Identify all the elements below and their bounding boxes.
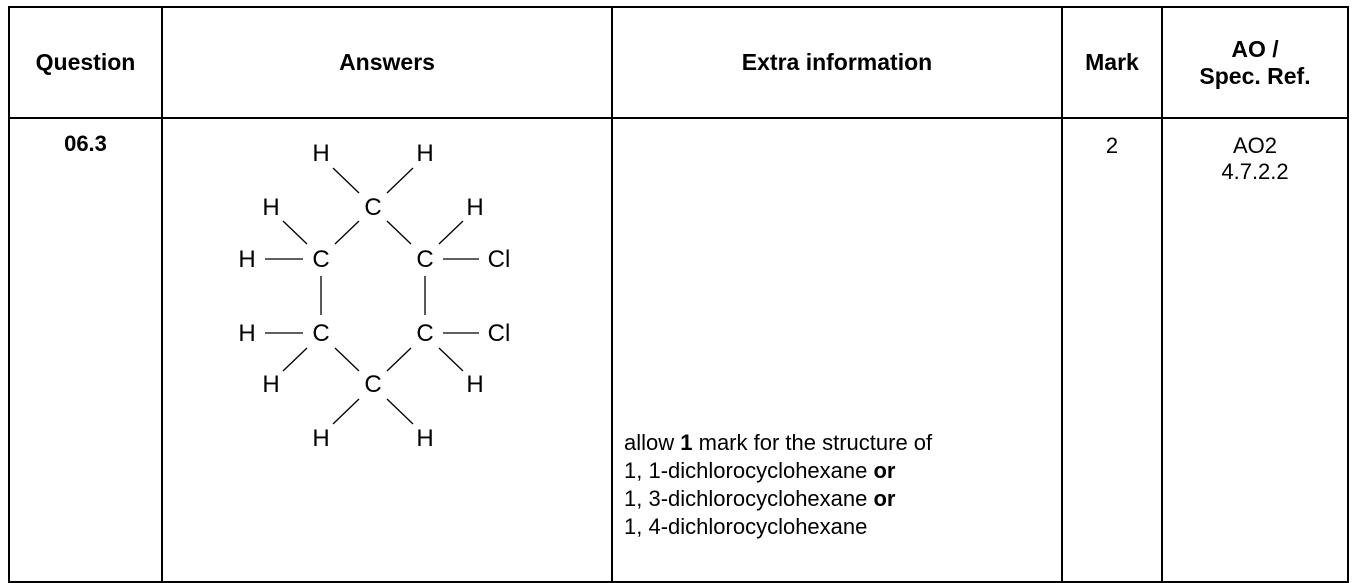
extra-line-3: 1, 3-dichlorocyclohexane or (624, 485, 932, 513)
extra-line1-bold: 1 (680, 430, 693, 455)
header-ao-line2: Spec. Ref. (1199, 62, 1311, 89)
bond-clr-cbot (386, 347, 412, 372)
bond-ctop-cul (334, 220, 360, 245)
header-row: Question Answers Extra information Mark … (8, 6, 1349, 119)
bond-cur-hur (438, 220, 464, 245)
extra-line1-post: mark for the structure of (692, 430, 933, 455)
mark-scheme-table: Question Answers Extra information Mark … (8, 6, 1349, 583)
atom-c-lower-left: C (312, 320, 329, 347)
atom-cl-upper: Cl (488, 246, 511, 273)
header-extra-information: Extra information (611, 6, 1063, 119)
bond-ctop-htr (386, 167, 414, 194)
ao-spec-ref-value: AO2 4.7.2.2 (1161, 117, 1349, 583)
atom-h-upper-left: H (262, 194, 279, 221)
bond-cbot-hbl (332, 398, 360, 425)
extra-information-text: allow 1 mark for the structure of 1, 1-d… (624, 429, 932, 541)
extra-line3-bold: or (873, 486, 896, 511)
header-answers: Answers (161, 6, 613, 119)
bond-ctop-cur (386, 220, 412, 245)
dichlorocyclohexane-structure: H H H C H H C C Cl H C C Cl H C H H H (238, 140, 511, 452)
header-ao-line1: AO / (1231, 35, 1279, 62)
extra-line2-bold: or (873, 458, 896, 483)
answer-cell: H H H C H H C C Cl H C C Cl H C H H H (161, 117, 613, 583)
atom-c-top: C (364, 194, 381, 221)
header-mark: Mark (1061, 6, 1163, 119)
question-row: 06.3 H H H C H H C C Cl H C C Cl H C H H (8, 117, 1349, 583)
extra-line2-text: 1, 1-dichlorocyclohexane (624, 458, 874, 483)
header-question: Question (8, 6, 163, 119)
atom-h-top-right: H (416, 140, 433, 167)
bond-cll-hll (282, 347, 308, 372)
extra-information-cell: allow 1 mark for the structure of 1, 1-d… (611, 117, 1063, 583)
atom-c-lower-right: C (416, 320, 433, 347)
extra-line1-pre: allow (624, 430, 681, 455)
extra-line-2: 1, 1-dichlorocyclohexane or (624, 457, 932, 485)
atom-c-upper-left: C (312, 246, 329, 273)
extra-line4-text: 1, 4-dichlorocyclohexane (624, 514, 868, 539)
extra-line-1: allow 1 mark for the structure of (624, 429, 932, 457)
atom-h-top-left: H (312, 140, 329, 167)
atom-h-lower-left: H (262, 371, 279, 398)
question-number: 06.3 (8, 117, 163, 583)
mark-value: 2 (1061, 117, 1163, 583)
atom-h-left-lower: H (238, 320, 255, 347)
extra-line-4: 1, 4-dichlorocyclohexane (624, 513, 932, 541)
bond-cul-hul (282, 220, 308, 245)
atom-c-upper-right: C (416, 246, 433, 273)
bond-cbot-hbr (386, 398, 414, 425)
atom-h-lower-right: H (466, 371, 483, 398)
atom-c-bottom: C (364, 371, 381, 398)
spec-ref-value: 4.7.2.2 (1221, 159, 1289, 184)
atom-h-bottom-right: H (416, 425, 433, 452)
atom-h-left-upper: H (238, 246, 255, 273)
atom-h-bottom-left: H (312, 425, 329, 452)
ao-value: AO2 (1232, 133, 1278, 158)
atom-cl-lower: Cl (488, 320, 511, 347)
bond-cll-cbot (334, 347, 360, 372)
bond-clr-hlr (438, 347, 464, 372)
header-ao-spec-ref: AO / Spec. Ref. (1161, 6, 1349, 119)
atom-h-upper-right: H (466, 194, 483, 221)
extra-line3-text: 1, 3-dichlorocyclohexane (624, 486, 874, 511)
bond-ctop-htl (332, 167, 360, 194)
